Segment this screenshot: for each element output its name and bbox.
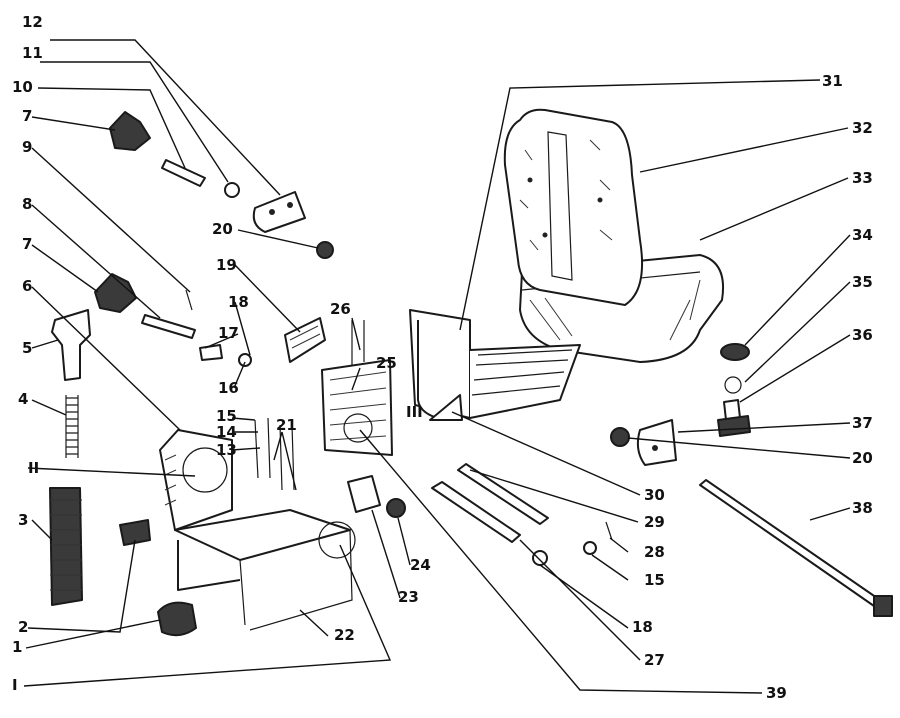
label-34: 34 (852, 226, 873, 244)
lower-frame (159, 417, 356, 631)
spring-3 (49, 487, 83, 606)
label-36: 36 (852, 326, 873, 344)
label-12: 12 (22, 13, 43, 31)
label-4: 4 (18, 390, 28, 408)
cap-2 (119, 519, 151, 546)
cap-34 (720, 343, 750, 361)
label-I: I (12, 676, 18, 694)
bolt-36 (717, 399, 751, 437)
label-2: 2 (18, 618, 28, 636)
bracket-12 (252, 191, 306, 233)
shaft-27 (431, 481, 521, 543)
label-28: 28 (644, 543, 665, 561)
label-31: 31 (822, 72, 843, 90)
bushing-23 (347, 475, 381, 513)
label-20-left: 20 (212, 220, 233, 238)
washer-11 (224, 182, 240, 198)
long-bolt-38 (699, 479, 893, 617)
cotter-28 (605, 521, 613, 541)
shaft-29 (457, 463, 549, 525)
label-33: 33 (852, 169, 873, 187)
label-17: 17 (218, 324, 239, 342)
bracket-37 (636, 419, 677, 466)
label-III: III (406, 403, 423, 421)
label-7-upper: 7 (22, 107, 32, 125)
label-8: 8 (22, 195, 32, 213)
label-18-right: 18 (632, 618, 653, 636)
label-1: 1 (12, 638, 22, 656)
label-11: 11 (22, 44, 43, 62)
label-24: 24 (410, 556, 431, 574)
washer-18-left (238, 353, 252, 367)
label-23: 23 (398, 588, 419, 606)
label-6: 6 (22, 277, 32, 295)
label-5: 5 (22, 339, 32, 357)
label-13: 13 (216, 441, 237, 459)
knob-7-lower (94, 273, 137, 313)
washer-18-right (532, 550, 548, 566)
label-10: 10 (12, 78, 33, 96)
label-26: 26 (330, 300, 351, 318)
cotter-9 (185, 289, 193, 311)
foot-1 (157, 601, 197, 637)
label-38: 38 (852, 499, 873, 517)
label-32: 32 (852, 119, 873, 137)
label-25: 25 (376, 354, 397, 372)
part-labels: 12 11 10 7 9 8 7 6 5 4 II 3 2 1 I 20 19 … (12, 13, 873, 702)
label-15-left: 15 (216, 407, 237, 425)
knob-7-upper (109, 111, 151, 151)
nut-24 (386, 498, 406, 518)
pin-10 (161, 159, 206, 187)
label-9: 9 (22, 138, 32, 156)
label-7-lower: 7 (22, 235, 32, 253)
label-II: II (28, 459, 39, 477)
label-35: 35 (852, 273, 873, 291)
seat-frame (409, 309, 581, 421)
label-37: 37 (852, 414, 873, 432)
label-29: 29 (644, 513, 665, 531)
label-14: 14 (216, 423, 237, 441)
nut-20-right (610, 427, 630, 447)
label-27: 27 (644, 651, 665, 669)
central-block (321, 320, 393, 456)
label-22: 22 (334, 626, 355, 644)
washer-15-right (583, 541, 597, 555)
block-17 (199, 344, 223, 361)
label-3: 3 (18, 511, 28, 529)
handle-5 (51, 309, 91, 381)
label-18-left: 18 (228, 293, 249, 311)
ring-35 (724, 376, 742, 394)
label-16: 16 (218, 379, 239, 397)
pin-8 (141, 314, 196, 339)
label-20-right: 20 (852, 449, 873, 467)
label-39: 39 (766, 684, 787, 702)
seat-backrest (503, 108, 644, 306)
spring-4 (65, 395, 79, 458)
label-19: 19 (216, 256, 237, 274)
label-15-right: 15 (644, 571, 665, 589)
bracket-19 (284, 317, 326, 363)
nut-20-left (316, 241, 334, 259)
label-21: 21 (276, 416, 297, 434)
leader-lines (23, 39, 851, 694)
label-30: 30 (644, 486, 665, 504)
